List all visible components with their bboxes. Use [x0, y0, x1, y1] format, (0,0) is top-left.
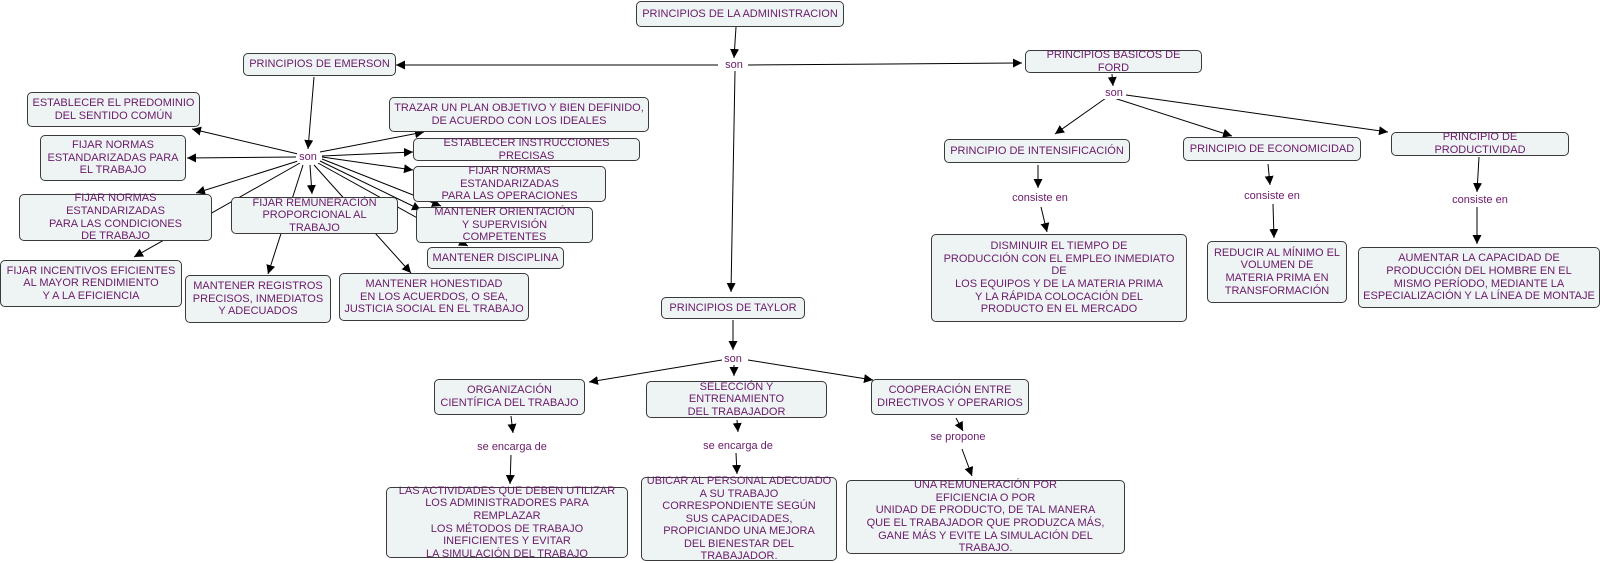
concept-organizacion-cientifica[interactable]: ORGANIZACIÓN CIENTÍFICA DEL TRABAJO	[434, 379, 585, 415]
edge-coop-propone	[954, 417, 964, 432]
edge-prod-consiste	[1473, 156, 1483, 193]
concept-principios-ford[interactable]: PRINCIPIOS BASICOS DE FORD	[1025, 49, 1202, 74]
concept-orientacion-supervision[interactable]: MANTENER ORIENTACIÓN Y SUPERVISIÓN COMPE…	[416, 206, 593, 243]
edge-taysn-coop	[747, 359, 874, 384]
concept-predominio-sentido-comun[interactable]: ESTABLECER EL PREDOMINIO DEL SENTIDO COM…	[27, 92, 200, 127]
edge-consiste-intens-desc	[1040, 206, 1050, 233]
link-label-consiste-en: consiste en	[1010, 192, 1070, 204]
concept-mantener-disciplina[interactable]: MANTENER DISCIPLINA	[427, 247, 564, 269]
edge-emsn-normas-trabajo	[186, 153, 297, 163]
concept-principios-taylor[interactable]: PRINCIPIOS DE TAYLOR	[661, 297, 805, 319]
concept-reducir-materia-prima[interactable]: REDUCIR AL MÍNIMO EL VOLUMEN DE MATERIA …	[1207, 241, 1347, 303]
concept-principio-intensificacion[interactable]: PRINCIPIO DE INTENSIFICACIÓN	[944, 139, 1130, 163]
edge-son-taylor	[726, 70, 736, 293]
edge-son-ford	[747, 58, 1023, 68]
link-label-son: son	[1103, 87, 1125, 99]
concept-principio-economicidad[interactable]: PRINCIPIO DE ECONOMICIDAD	[1183, 137, 1361, 161]
edge-emsn-incentivos	[133, 162, 301, 258]
edge-org-encarga	[507, 415, 517, 434]
concept-aumentar-capacidad-produccion[interactable]: AUMENTAR LA CAPACIDAD DE PRODUCCIÓN DEL …	[1358, 247, 1600, 308]
edge-fordsn-prod	[1125, 94, 1389, 136]
edge-emsn-remuneracion	[306, 164, 316, 195]
concept-disminuir-tiempo-produccion[interactable]: DISMINUIR EL TIEMPO DE PRODUCCIÓN CON EL…	[931, 234, 1187, 322]
edge-econ-consiste	[1264, 163, 1274, 186]
concept-remuneracion-eficiencia[interactable]: UNA REMUNERACIÓN POR EFICIENCIA O POR UN…	[846, 479, 1125, 554]
edge-ford-son	[1107, 73, 1117, 87]
concept-normas-trabajo[interactable]: FIJAR NORMAS ESTANDARIZADAS PARA EL TRAB…	[40, 135, 186, 181]
concept-remuneracion-proporcional[interactable]: FIJAR REMUNERACIÓN PROPORCIONAL AL TRABA…	[231, 197, 398, 234]
link-label-son: son	[723, 59, 745, 71]
edge-emsn-normas-cond	[195, 160, 299, 195]
concept-principio-productividad[interactable]: PRINCIPIO DE PRODUCTIVIDAD	[1391, 131, 1569, 156]
concept-registros-precisos[interactable]: MANTENER REGISTROS PRECISOS, INMEDIATOS …	[185, 275, 331, 323]
edge-fordsn-intens	[1054, 97, 1107, 135]
edge-taysn-org	[588, 359, 723, 385]
concept-cooperacion-directivos[interactable]: COOPERACIÓN ENTRE DIRECTIVOS Y OPERARIOS	[871, 379, 1029, 415]
concept-normas-condiciones[interactable]: FIJAR NORMAS ESTANDARIZADAS PARA LAS CON…	[19, 192, 212, 242]
edge-emsn-instrucciones	[321, 147, 414, 157]
link-label-se-propone: se propone	[928, 431, 988, 443]
edge-fordsn-econ	[1113, 97, 1233, 138]
link-label-consiste-en: consiste en	[1450, 194, 1510, 206]
link-label-son: son	[297, 151, 319, 163]
edge-encarga-org-desc	[505, 454, 515, 485]
edge-emsn-orientacion	[319, 160, 422, 211]
edge-sel-encarga	[732, 419, 742, 433]
concept-ubicar-personal[interactable]: UBICAR AL PERSONAL ADECUADO A SU TRABAJO…	[641, 475, 837, 562]
edge-emsn-normas-op2	[321, 156, 414, 174]
link-label-se-encarga-de: se encarga de	[701, 440, 775, 452]
link-label-se-encarga-de: se encarga de	[475, 441, 549, 453]
link-label-son: son	[722, 353, 744, 365]
concept-actividades-administradores[interactable]: LAS ACTIVIDADES QUE DEBEN UTILIZAR LOS A…	[386, 485, 628, 560]
edge-encarga-sel-desc	[732, 452, 742, 475]
edge-root-son	[730, 26, 740, 59]
concept-incentivos-eficientes[interactable]: FIJAR INCENTIVOS EFICIENTES AL MAYOR REN…	[0, 260, 182, 307]
edge-consiste-econ-desc	[1269, 203, 1279, 239]
concept-principios-administracion[interactable]: PRINCIPIOS DE LA ADMINISTRACION	[636, 1, 844, 27]
concept-instrucciones-precisas[interactable]: ESTABLECER INSTRUCCIONES PRECISAS	[413, 137, 640, 162]
concept-honestidad-acuerdos[interactable]: MANTENER HONESTIDAD EN LOS ACUERDOS, O S…	[339, 273, 529, 321]
concept-principios-emerson[interactable]: PRINCIPIOS DE EMERSON	[243, 53, 396, 76]
edge-emsn-plan	[319, 129, 425, 153]
edge-emerson-son	[304, 76, 315, 150]
concept-seleccion-entrenamiento[interactable]: SELECCIÓN Y ENTRENAMIENTO DEL TRABAJADOR	[646, 381, 827, 418]
link-label-consiste-en: consiste en	[1242, 190, 1302, 202]
edge-propone-coop-desc	[961, 448, 974, 477]
concept-normas-operaciones[interactable]: FIJAR NORMAS ESTANDARIZADAS PARA LAS OPE…	[413, 165, 606, 202]
concept-plan-objetivo[interactable]: TRAZAR UN PLAN OBJETIVO Y BIEN DEFINIDO,…	[389, 97, 649, 132]
edge-emsn-predominio	[191, 126, 299, 155]
